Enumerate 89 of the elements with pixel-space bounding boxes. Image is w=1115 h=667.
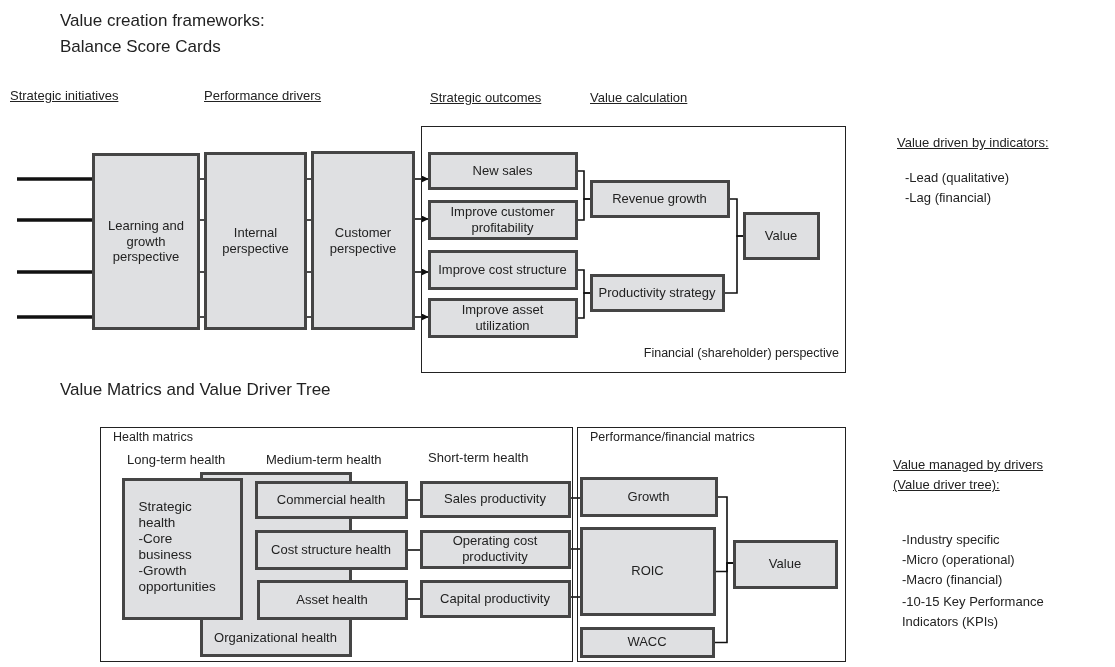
connector-line xyxy=(17,315,92,319)
node-text: Health matrics xyxy=(113,430,193,444)
node-text: Value xyxy=(768,556,802,572)
process-box xyxy=(589,273,725,312)
node-text: Sales productivity xyxy=(444,491,546,507)
node-text: Commercial health xyxy=(276,491,386,508)
text-label: -Lead (qualitative) xyxy=(905,170,1010,185)
process-box xyxy=(199,621,352,657)
connector-line xyxy=(407,549,421,551)
process-box xyxy=(579,526,716,616)
column-heading: Performance drivers xyxy=(204,88,322,103)
node-text: -Growth opportunities xyxy=(138,563,216,596)
connector-line xyxy=(570,548,581,550)
node-text: Strategic health xyxy=(138,498,193,531)
text-label: Short-term health xyxy=(428,450,529,465)
node-text: Learning and growth perspective xyxy=(107,218,185,265)
column-heading: Value calculation xyxy=(590,90,688,105)
node-text: Cost structure health xyxy=(271,541,391,558)
column-heading: Strategic outcomes xyxy=(430,90,542,105)
node-text: WACC xyxy=(627,634,667,650)
process-box xyxy=(427,297,578,338)
connector-line xyxy=(306,178,312,318)
process-box xyxy=(311,151,415,330)
process-box xyxy=(589,179,730,218)
text-label: Medium-term health xyxy=(266,452,382,467)
text-label: -Lag (financial) xyxy=(905,190,991,205)
text-label: -Industry specific xyxy=(902,532,1000,547)
arrow xyxy=(414,175,429,183)
connector-line xyxy=(577,198,591,221)
column-heading: Value driven by indicators: xyxy=(897,135,1049,150)
node-text: Customer perspective xyxy=(328,224,398,257)
arrow xyxy=(414,215,429,223)
column-heading: Strategic initiatives xyxy=(10,88,119,103)
process-box xyxy=(254,480,408,519)
node-text: Revenue growth xyxy=(612,190,707,207)
connector-line xyxy=(17,218,92,222)
process-box xyxy=(256,579,408,620)
process-box xyxy=(732,539,838,589)
process-box xyxy=(92,153,200,330)
node-text: Improve cost structure xyxy=(438,261,567,278)
arrow xyxy=(414,313,429,321)
process-box xyxy=(427,249,578,290)
node-text: Capital productivity xyxy=(440,590,550,607)
connector-line xyxy=(407,598,421,600)
node-text: Growth xyxy=(627,488,670,505)
connector-line xyxy=(570,497,581,499)
process-box xyxy=(419,529,571,569)
node-text: Value xyxy=(764,227,798,244)
group-frame xyxy=(421,126,846,373)
node-text: -Core business xyxy=(138,530,193,564)
node-text: Internal perspective xyxy=(221,225,290,257)
process-box xyxy=(579,626,715,658)
node-text: Productivity strategy xyxy=(598,284,716,301)
node-text: Financial (shareholder) perspective xyxy=(643,346,839,360)
process-box xyxy=(419,480,571,518)
group-frame xyxy=(100,427,573,662)
process-box xyxy=(419,579,571,618)
section-heading: -10-15 Key Performance Indicators (KPIs) xyxy=(902,593,1045,631)
node-text: New sales xyxy=(472,162,533,179)
process-box xyxy=(742,211,820,260)
node-text: Organizational health xyxy=(214,629,337,646)
process-box xyxy=(121,477,243,620)
section-heading: Value Matrics and Value Driver Tree xyxy=(60,380,331,400)
text-label: Long-term health xyxy=(127,452,226,467)
process-box xyxy=(204,152,307,330)
node-text: Performance/financial matrics xyxy=(590,430,755,444)
connector-line xyxy=(17,177,92,181)
heading: Value creation frameworks: Balance Score Cards xyxy=(60,10,266,58)
text-label: -Micro (operational) xyxy=(902,552,1015,567)
connector-line xyxy=(570,596,581,598)
node-text: Improve asset utilization xyxy=(460,301,545,334)
column-heading: Value managed by drivers (Value driver tree): xyxy=(893,456,1045,494)
connector-line xyxy=(199,178,205,318)
process-box xyxy=(579,476,718,517)
connector-line xyxy=(577,292,591,319)
process-box xyxy=(254,529,408,570)
node-text: Improve customer profitability xyxy=(449,203,556,236)
connector-line xyxy=(407,499,421,501)
node-text: ROIC xyxy=(631,563,664,579)
node-text: Operating cost productivity xyxy=(451,533,539,565)
node-text: Asset health xyxy=(296,591,368,608)
connector-line xyxy=(714,562,734,644)
process-box xyxy=(427,199,578,240)
connector-line xyxy=(724,235,744,294)
connector-line xyxy=(17,270,92,274)
arrow xyxy=(414,268,429,276)
process-box xyxy=(427,151,578,190)
text-label: -Macro (financial) xyxy=(902,572,1003,587)
group-frame xyxy=(577,427,846,662)
